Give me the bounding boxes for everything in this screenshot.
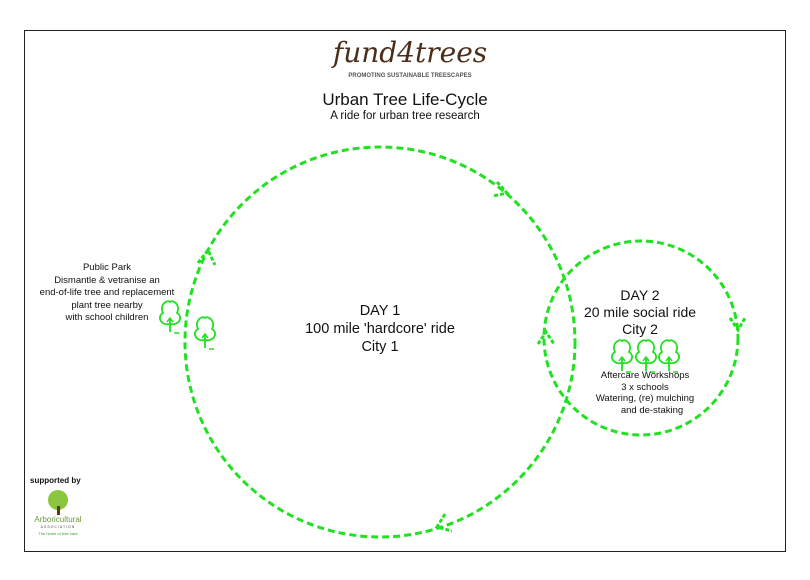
public-park-note: Public Park Dismantle & vetranise an end…: [22, 262, 192, 325]
arrowhead-icon: [196, 247, 217, 266]
day1-city: City 1: [361, 339, 399, 355]
day1-title: DAY 1: [359, 303, 401, 319]
tree-icon: [611, 339, 633, 373]
day2-label: DAY 2 20 mile social ride City 2: [560, 287, 720, 338]
note-line: 3 x schools: [621, 381, 669, 393]
page-subtitle: A ride for urban tree research: [330, 110, 480, 122]
note-line: Dismantle & vetranise an: [54, 274, 160, 286]
day2-city: City 2: [622, 321, 658, 337]
logo-tagline: PROMOTING SUSTAINABLE TREESCAPES: [348, 73, 472, 79]
note-line: Public Park: [82, 262, 132, 273]
note-line: with school children: [65, 312, 149, 323]
tree-icon: [194, 316, 216, 350]
supporter-name: Arboricultural: [34, 515, 82, 524]
arrowhead-icon: [492, 180, 510, 198]
note-line: Watering, (re) mulching: [595, 393, 695, 404]
arrowhead-icon: [536, 329, 556, 345]
day1-route-loop: [183, 145, 577, 539]
day2-title: DAY 2: [620, 287, 660, 303]
arboricultural-tree-logo: [48, 490, 68, 515]
tree-icon: [635, 339, 657, 373]
arrowhead-icon: [728, 317, 747, 333]
arrowhead-icon: [434, 513, 453, 533]
tree-icon: [658, 339, 680, 373]
day1-distance: 100 mile 'hardcore' ride: [305, 321, 455, 337]
note-line: and de-staking: [620, 404, 684, 416]
day2-distance: 20 mile social ride: [583, 304, 697, 320]
supported-by-label: supported by: [30, 476, 81, 485]
page-frame: [24, 30, 786, 552]
note-line: Aftercare Workshops: [600, 370, 690, 381]
aftercare-note: Aftercare Workshops 3 x schools Watering…: [570, 370, 720, 416]
supporter-tagline: The home of tree care: [38, 531, 78, 536]
fund4trees-logo: fund4trees: [332, 36, 488, 69]
day2-route-loop: [542, 239, 740, 437]
day1-label: DAY 1 100 mile 'hardcore' ride City 1: [280, 302, 480, 356]
note-line: end-of-life tree and replacement: [39, 287, 175, 298]
note-line: plant tree nearby: [71, 299, 143, 311]
supporter-sub: ASSOCIATION: [40, 525, 76, 529]
page-title: Urban Tree Life-Cycle: [322, 90, 488, 109]
